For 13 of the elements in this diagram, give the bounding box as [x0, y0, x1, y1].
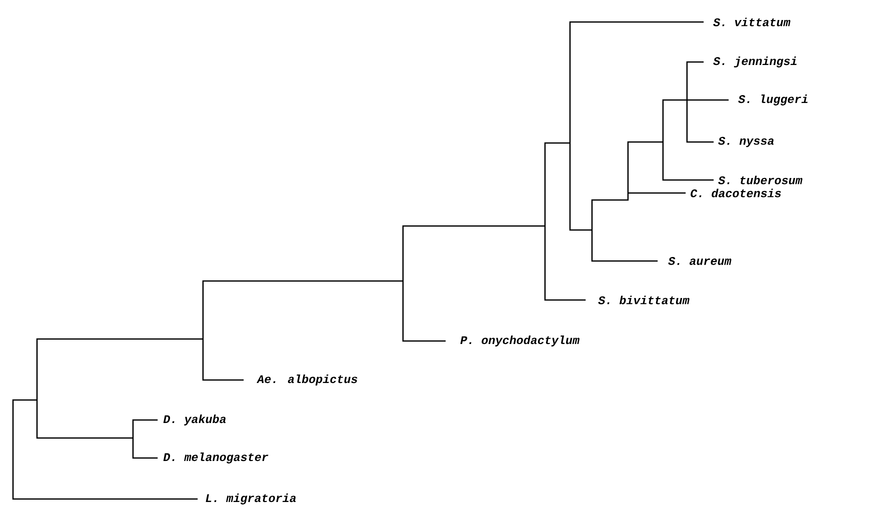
species-label: S. aureum	[668, 257, 732, 265]
species-label: S. vittatum	[713, 18, 790, 26]
species-label: S. nyssa	[718, 136, 774, 148]
species-label: L. migratoria	[206, 494, 296, 504]
species-label: D. melanogaster	[163, 452, 268, 464]
species-label: S. tuberosum	[718, 176, 802, 184]
species-label: D. yakuba	[163, 414, 226, 426]
species-label: P. onychodactylum	[460, 336, 580, 346]
species-label: Ae. albopictus	[256, 374, 358, 386]
species-label: C. dacotensis	[690, 188, 781, 198]
species-label: S. bivittatum	[598, 296, 690, 304]
species-label: S. luggeri	[738, 94, 808, 106]
species-label: S. jenningsi	[713, 56, 797, 68]
